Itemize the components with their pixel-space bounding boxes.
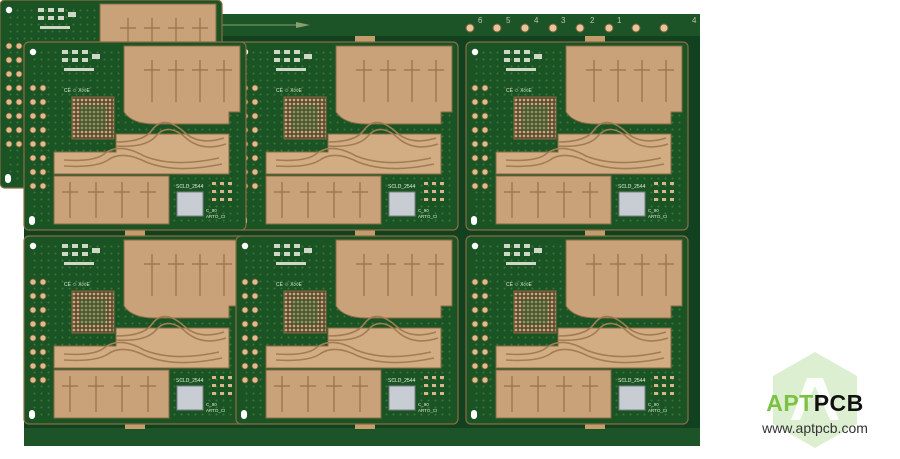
pcb-board xyxy=(23,41,247,231)
rail-number: 1 xyxy=(617,16,622,25)
rail-number: 3 xyxy=(561,16,566,25)
pcb-board xyxy=(465,41,689,231)
pcb-board xyxy=(235,41,459,231)
rail-number: 5 xyxy=(506,16,511,25)
rail-number: 4 xyxy=(692,16,697,25)
pcb-board xyxy=(465,235,689,425)
brand-url[interactable]: www.aptpcb.com xyxy=(762,420,868,436)
pcb-board xyxy=(235,235,459,425)
rail-number: 4 xyxy=(534,16,539,25)
brand-name-pcb: PCB xyxy=(813,390,864,416)
rail-number: 6 xyxy=(478,16,483,25)
bottom-rail xyxy=(24,428,700,446)
brand-name-apt: APT xyxy=(766,390,814,416)
rail-number: 2 xyxy=(590,16,595,25)
pcb-board xyxy=(23,235,247,425)
brand-logo: APTPCB www.aptpcb.com xyxy=(740,350,890,458)
aptpcb-logo-mark xyxy=(773,352,857,448)
brand-name: APTPCB xyxy=(740,390,890,417)
rail-fiducials xyxy=(52,23,669,442)
